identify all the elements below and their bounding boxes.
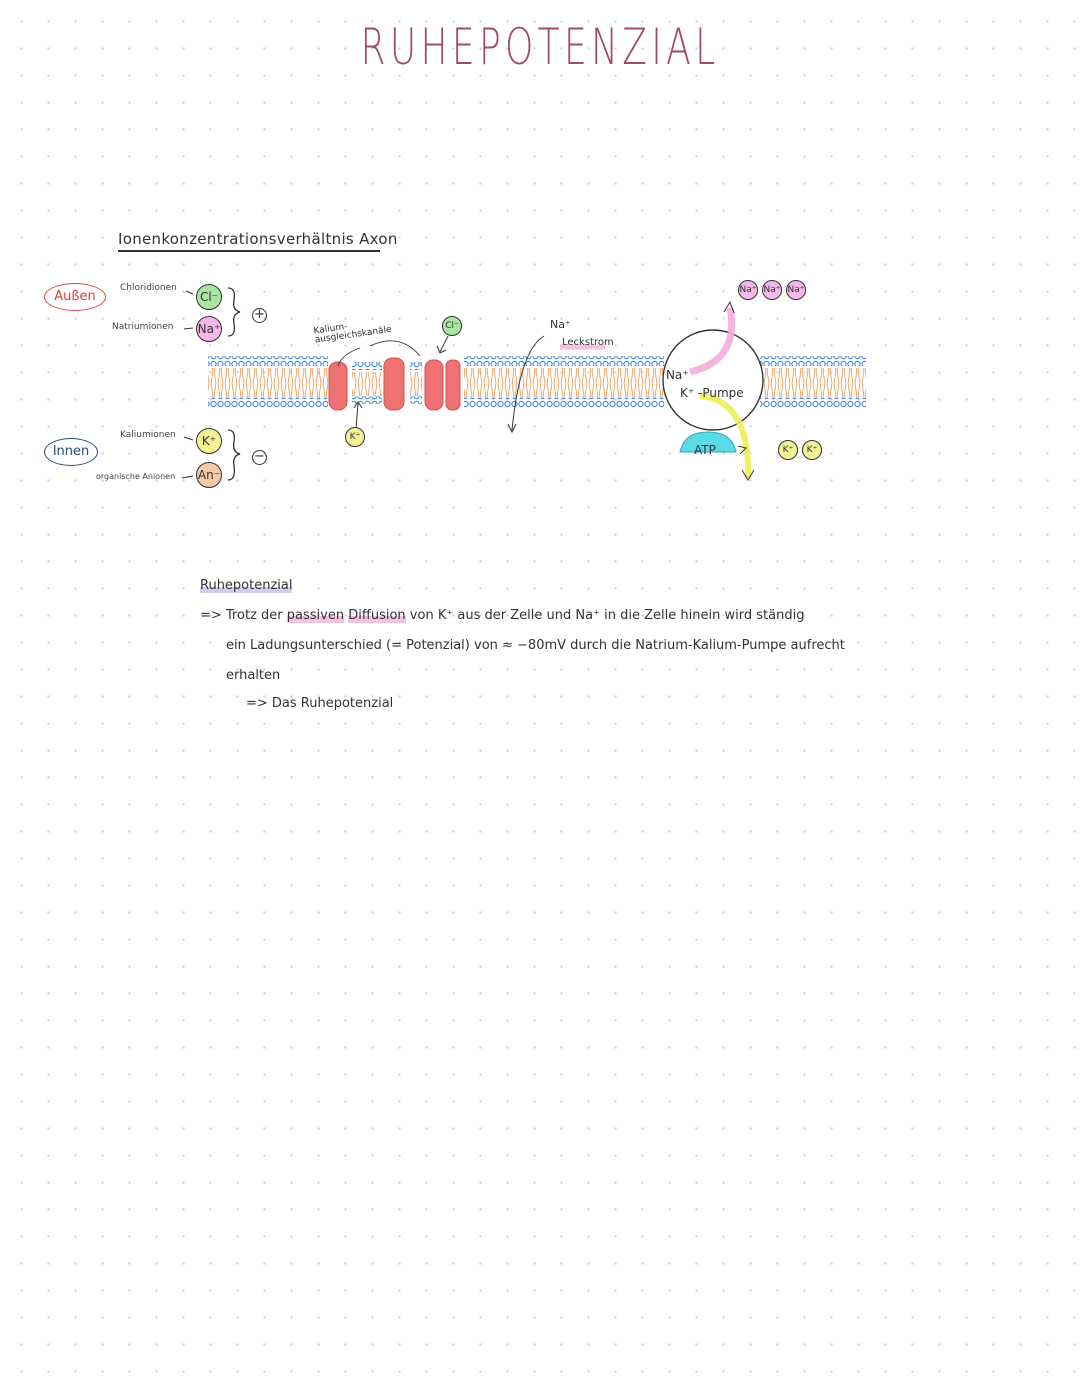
na-leak-ion: Na⁺ bbox=[550, 318, 571, 331]
chlorid-label: Chloridionen bbox=[120, 283, 177, 293]
page-title: RUHEPOTENZIAL bbox=[360, 18, 720, 76]
chlorid-ion: Cl⁻ bbox=[196, 284, 222, 310]
explanation-line-2: ein Ladungsunterschied (= Potenzial) von… bbox=[226, 638, 845, 653]
arrow-symbol: => bbox=[200, 608, 222, 623]
outside-label: Außen bbox=[44, 283, 106, 311]
inner-bracket bbox=[227, 429, 241, 481]
section-heading: Ruhepotenzial bbox=[200, 578, 293, 593]
natrium-ion: Na⁺ bbox=[196, 316, 222, 342]
explanation-line-3: erhalten bbox=[226, 668, 281, 683]
pump-na-label: Na⁺ bbox=[666, 368, 689, 382]
diffusion-word: Diffusion bbox=[348, 608, 406, 623]
na-out-2: Na⁺ bbox=[762, 280, 782, 300]
cl-ion-membrane: Cl⁻ bbox=[442, 316, 462, 336]
k-in-1: K⁺ bbox=[778, 440, 798, 460]
diagram-subtitle: Ionenkonzentrationsverhältnis Axon bbox=[118, 230, 398, 248]
anionen-label: organische Anionen bbox=[96, 472, 176, 481]
outer-bracket bbox=[227, 287, 241, 337]
natrium-label: Natriumionen bbox=[112, 322, 174, 332]
membrane-diagram bbox=[181, 287, 866, 481]
explanation-line-1: => Trotz der passiven Diffusion von K⁺ a… bbox=[200, 608, 805, 623]
kalium-label: Kaliumionen bbox=[120, 430, 176, 440]
na-out-3: Na⁺ bbox=[786, 280, 806, 300]
passiven-word: passiven bbox=[286, 608, 345, 623]
potassium-channels bbox=[328, 357, 461, 411]
atp-shape bbox=[679, 431, 737, 453]
anionen-ion: An⁻ bbox=[196, 462, 222, 488]
k-ion-membrane: K⁺ bbox=[345, 427, 365, 447]
k-in-2: K⁺ bbox=[802, 440, 822, 460]
subtitle-underline bbox=[118, 250, 380, 252]
lipid-bilayer bbox=[208, 356, 866, 408]
inside-label: Innen bbox=[44, 438, 98, 466]
pump-circle bbox=[662, 329, 764, 431]
kalium-ion: K⁺ bbox=[196, 428, 222, 454]
minus-sign: − bbox=[252, 450, 267, 465]
atp-label: ATP bbox=[694, 443, 716, 457]
na-out-1: Na⁺ bbox=[738, 280, 758, 300]
leak-label: Leckstrom bbox=[562, 337, 614, 348]
pump-label: K⁺ -Pumpe bbox=[680, 386, 744, 400]
plus-sign: + bbox=[252, 308, 267, 323]
conclusion-line: => Das Ruhepotenzial bbox=[246, 696, 394, 711]
